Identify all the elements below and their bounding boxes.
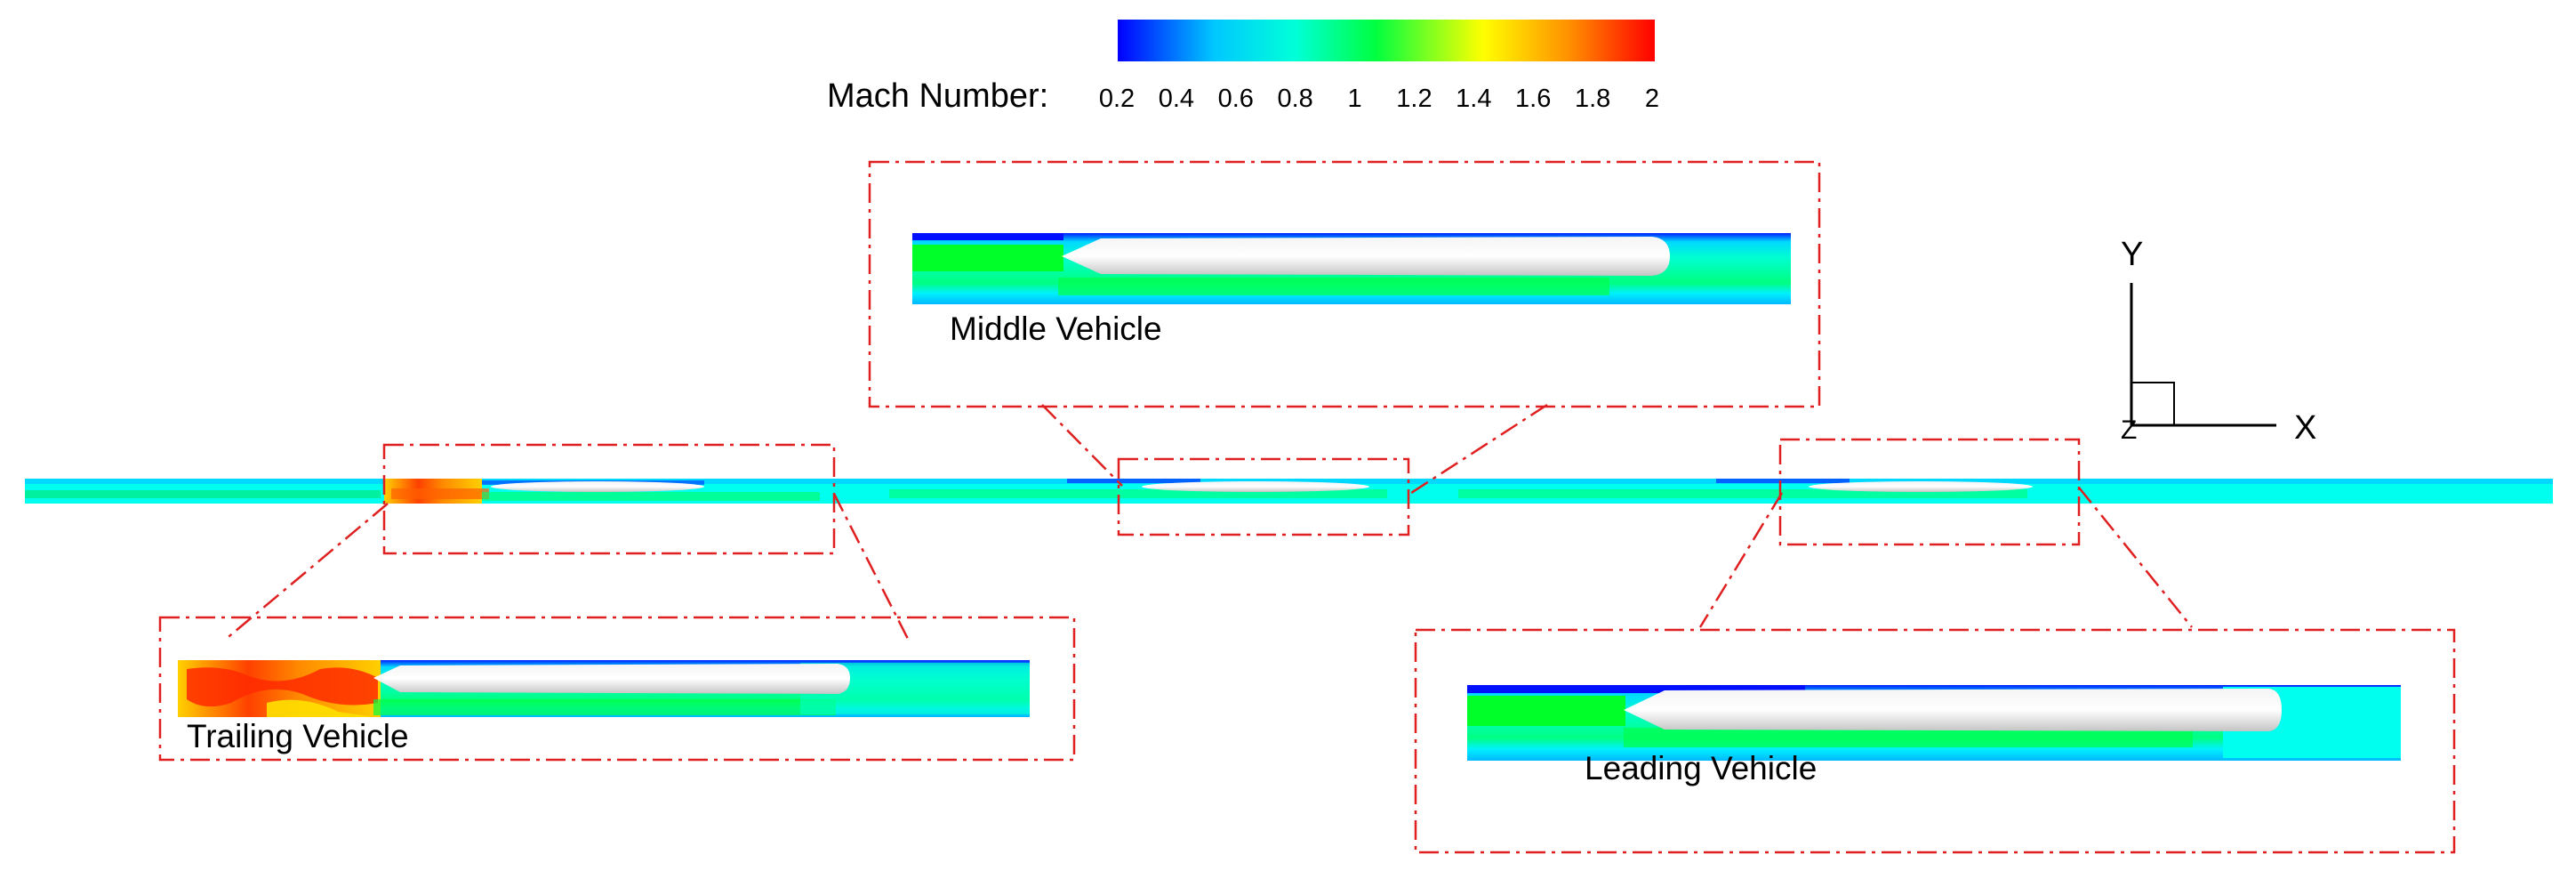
middle-vehicle-zoom-body xyxy=(1062,237,1670,276)
legend-title: Mach Number: xyxy=(827,77,1048,115)
leading-zoom-marker xyxy=(1778,438,2081,546)
colorbar xyxy=(1118,20,1655,61)
middle-vehicle-body xyxy=(1142,481,1369,492)
middle-vehicle-label: Middle Vehicle xyxy=(950,310,1162,347)
colorbar-tick-label: 0.4 xyxy=(1159,85,1194,113)
middle-vehicle-panel: Middle Vehicle xyxy=(868,160,1821,408)
z-axis-label: Z xyxy=(2121,415,2137,445)
y-axis-label: Y xyxy=(2121,236,2143,273)
colorbar-legend: Mach Number: 0.2 0.4 0.6 0.8 1 1.2 1.4 1.6 1.8 2 xyxy=(827,20,1659,115)
trailing-vehicle-panel: Trailing Vehicle xyxy=(158,616,1076,762)
trailing-vehicle-zoom-body xyxy=(373,664,850,694)
colorbar-tick-label: 1.8 xyxy=(1575,85,1610,113)
leading-vehicle-body xyxy=(1809,481,2033,492)
colorbar-tick-label: 1 xyxy=(1347,85,1361,113)
trailing-vehicle-label: Trailing Vehicle xyxy=(187,718,409,754)
middle-zoom-marker xyxy=(1117,457,1410,536)
leading-vehicle-panel: Leading Vehicle xyxy=(1414,628,2456,854)
colorbar-ticks: 0.2 0.4 0.6 0.8 1 1.2 1.4 1.6 1.8 2 xyxy=(1099,85,1659,113)
main-tube-field xyxy=(25,479,2553,504)
coordinate-axes: Y X Z xyxy=(2121,236,2316,447)
colorbar-tick-label: 0.2 xyxy=(1099,85,1135,113)
colorbar-tick-label: 0.8 xyxy=(1278,85,1313,113)
colorbar-tick-label: 2 xyxy=(1645,85,1659,113)
leading-vehicle-label: Leading Vehicle xyxy=(1585,750,1817,786)
colorbar-tick-label: 0.6 xyxy=(1218,85,1254,113)
zoom-connectors xyxy=(223,403,2193,641)
trailing-zoom-marker xyxy=(382,443,836,555)
leading-vehicle-zoom-body xyxy=(1624,689,2282,731)
colorbar-tick-label: 1.6 xyxy=(1515,85,1551,113)
colorbar-tick-label: 1.4 xyxy=(1456,85,1491,113)
x-axis-label: X xyxy=(2294,409,2316,447)
colorbar-tick-label: 1.2 xyxy=(1396,85,1432,113)
trailing-vehicle-body xyxy=(491,481,704,492)
